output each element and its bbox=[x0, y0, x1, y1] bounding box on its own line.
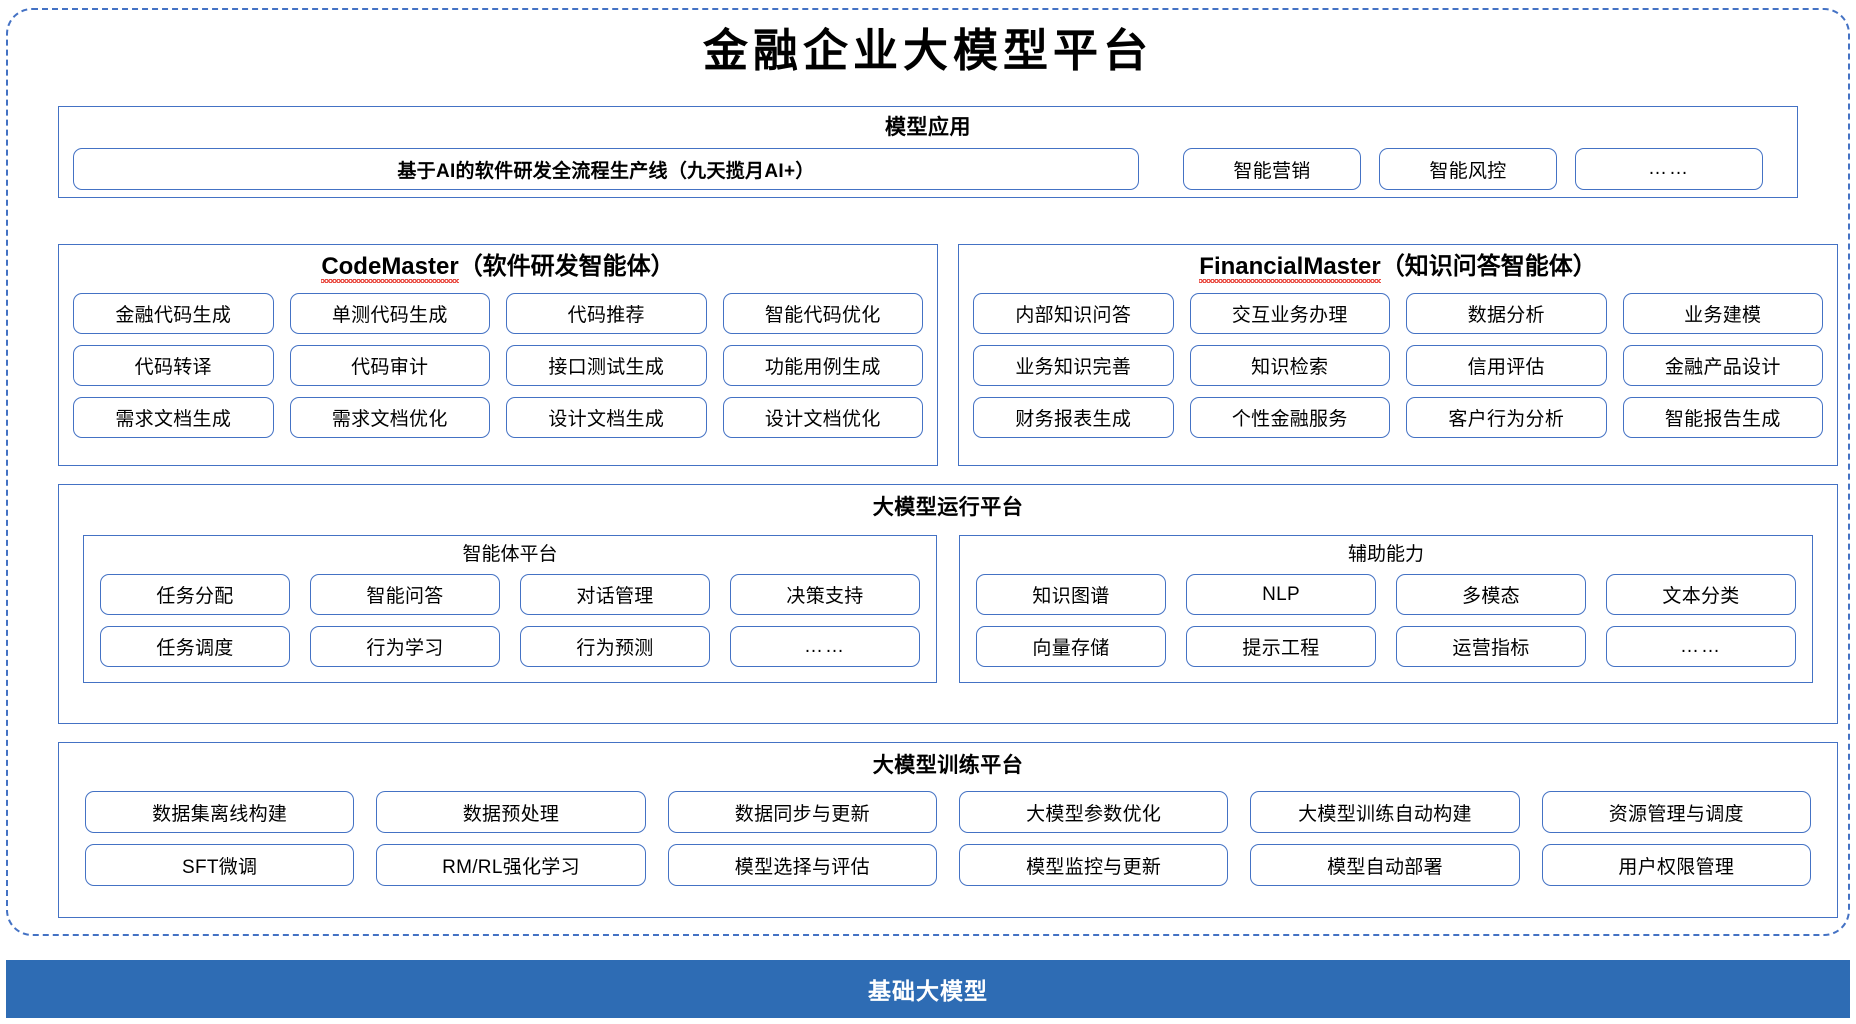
runtime-groups: 智能体平台 任务分配 智能问答 对话管理 决策支持 任务调度 行为学习 行为预测… bbox=[83, 535, 1813, 683]
chip-dialog-management[interactable]: 对话管理 bbox=[520, 574, 710, 615]
chip-model-monitor-update[interactable]: 模型监控与更新 bbox=[958, 844, 1229, 886]
training-platform-title: 大模型训练平台 bbox=[872, 754, 1024, 777]
chip-unittest-code-gen[interactable]: 单测代码生成 bbox=[289, 293, 490, 334]
chip-rm-rl-learning[interactable]: RM/RL强化学习 bbox=[376, 844, 646, 886]
chip-api-test-gen[interactable]: 接口测试生成 bbox=[506, 345, 707, 386]
chip-knowledge-graph[interactable]: 知识图谱 bbox=[976, 574, 1166, 615]
codemaster-heading: CodeMaster（软件研发智能体） bbox=[59, 253, 937, 284]
chip-code-transpile[interactable]: 代码转译 bbox=[73, 345, 274, 386]
chip-model-auto-deploy[interactable]: 模型自动部署 bbox=[1250, 844, 1520, 886]
chip-dataset-offline-build[interactable]: 数据集离线构建 bbox=[85, 791, 355, 833]
chip-text-classification[interactable]: 文本分类 bbox=[1606, 574, 1796, 615]
auxiliary-capability-title: 辅助能力 bbox=[1347, 544, 1424, 565]
codemaster-name-suffix: （软件研发智能体） bbox=[458, 253, 675, 280]
diagram-outer-frame bbox=[6, 8, 1850, 936]
chip-code-recommendation[interactable]: 代码推荐 bbox=[506, 293, 707, 334]
chip-finance-code-gen[interactable]: 金融代码生成 bbox=[73, 293, 274, 334]
auxiliary-row-2: 向量存储 提示工程 运营指标 …… bbox=[976, 626, 1796, 667]
agent-platform-row-1: 任务分配 智能问答 对话管理 决策支持 bbox=[100, 574, 920, 615]
chip-prompt-engineering[interactable]: 提示工程 bbox=[1186, 626, 1376, 667]
financialmaster-heading: FinancialMaster（知识问答智能体） bbox=[959, 253, 1837, 284]
chip-requirement-doc-gen[interactable]: 需求文档生成 bbox=[73, 397, 274, 438]
chip-sft-finetune[interactable]: SFT微调 bbox=[85, 844, 355, 886]
codemaster-name: CodeMaster bbox=[321, 253, 460, 284]
chip-smart-code-optimization[interactable]: 智能代码优化 bbox=[722, 293, 923, 334]
training-platform-grid: 数据集离线构建 数据预处理 数据同步与更新 大模型参数优化 大模型训练自动构建 … bbox=[85, 791, 1811, 886]
financialmaster-capability-grid: 内部知识问答 交互业务办理 数据分析 业务建模 业务知识完善 知识检索 信用评估… bbox=[973, 293, 1823, 438]
financialmaster-row-3: 财务报表生成 个性金融服务 客户行为分析 智能报告生成 bbox=[973, 397, 1823, 438]
chip-code-audit[interactable]: 代码审计 bbox=[289, 345, 490, 386]
chip-personalized-finance-service[interactable]: 个性金融服务 bbox=[1189, 397, 1390, 438]
runtime-platform-title: 大模型运行平台 bbox=[872, 496, 1024, 519]
page-title: 金融企业大模型平台 bbox=[702, 26, 1153, 76]
application-chip-row: 基于AI的软件研发全流程生产线（九天揽月AI+） 智能营销 智能风控 …… bbox=[73, 148, 1783, 190]
financialmaster-agent-band: FinancialMaster（知识问答智能体） 内部知识问答 交互业务办理 数… bbox=[958, 244, 1838, 466]
chip-financial-statement-gen[interactable]: 财务报表生成 bbox=[973, 397, 1174, 438]
chip-credit-assessment[interactable]: 信用评估 bbox=[1406, 345, 1607, 386]
chip-knowledge-retrieval[interactable]: 知识检索 bbox=[1189, 345, 1390, 386]
chip-operation-metrics[interactable]: 运营指标 bbox=[1396, 626, 1586, 667]
chip-financial-product-design[interactable]: 金融产品设计 bbox=[1622, 345, 1823, 386]
training-platform-band: 大模型训练平台 数据集离线构建 数据预处理 数据同步与更新 大模型参数优化 大模… bbox=[58, 742, 1838, 918]
runtime-platform-band: 大模型运行平台 智能体平台 任务分配 智能问答 对话管理 决策支持 任务调度 行… bbox=[58, 484, 1838, 724]
chip-agent-platform-more[interactable]: …… bbox=[730, 626, 920, 667]
agent-platform-group: 智能体平台 任务分配 智能问答 对话管理 决策支持 任务调度 行为学习 行为预测… bbox=[83, 535, 937, 683]
auxiliary-capability-grid: 知识图谱 NLP 多模态 文本分类 向量存储 提示工程 运营指标 …… bbox=[976, 574, 1796, 667]
financialmaster-row-1: 内部知识问答 交互业务办理 数据分析 业务建模 bbox=[973, 293, 1823, 334]
chip-customer-behavior-analysis[interactable]: 客户行为分析 bbox=[1406, 397, 1607, 438]
chip-multimodal[interactable]: 多模态 bbox=[1396, 574, 1586, 615]
chip-business-knowledge-refine[interactable]: 业务知识完善 bbox=[973, 345, 1174, 386]
chip-behavior-prediction[interactable]: 行为预测 bbox=[520, 626, 710, 667]
chip-vector-store[interactable]: 向量存储 bbox=[976, 626, 1166, 667]
training-row-2: SFT微调 RM/RL强化学习 模型选择与评估 模型监控与更新 模型自动部署 用… bbox=[85, 844, 1811, 886]
chip-smart-qa[interactable]: 智能问答 bbox=[310, 574, 500, 615]
chip-smart-report-gen[interactable]: 智能报告生成 bbox=[1622, 397, 1823, 438]
chip-training-auto-build[interactable]: 大模型训练自动构建 bbox=[1250, 791, 1520, 833]
chip-functional-case-gen[interactable]: 功能用例生成 bbox=[722, 345, 923, 386]
auxiliary-row-1: 知识图谱 NLP 多模态 文本分类 bbox=[976, 574, 1796, 615]
chip-design-doc-opt[interactable]: 设计文档优化 bbox=[722, 397, 923, 438]
chip-smart-risk-control[interactable]: 智能风控 bbox=[1379, 148, 1557, 190]
chip-model-param-optimization[interactable]: 大模型参数优化 bbox=[958, 791, 1229, 833]
chip-internal-knowledge-qa[interactable]: 内部知识问答 bbox=[973, 293, 1174, 334]
chip-ai-dev-pipeline[interactable]: 基于AI的软件研发全流程生产线（九天揽月AI+） bbox=[73, 148, 1139, 190]
codemaster-agent-band: CodeMaster（软件研发智能体） 金融代码生成 单测代码生成 代码推荐 智… bbox=[58, 244, 938, 466]
application-layer-title: 模型应用 bbox=[885, 116, 971, 139]
chip-interactive-business[interactable]: 交互业务办理 bbox=[1189, 293, 1390, 334]
chip-user-permission-management[interactable]: 用户权限管理 bbox=[1541, 844, 1811, 886]
chip-task-allocation[interactable]: 任务分配 bbox=[100, 574, 290, 615]
chip-application-more[interactable]: …… bbox=[1575, 148, 1763, 190]
foundation-model-bar: 基础大模型 bbox=[6, 960, 1850, 1018]
agent-platform-row-2: 任务调度 行为学习 行为预测 …… bbox=[100, 626, 920, 667]
agent-platform-grid: 任务分配 智能问答 对话管理 决策支持 任务调度 行为学习 行为预测 …… bbox=[100, 574, 920, 667]
financialmaster-name-suffix: （知识问答智能体） bbox=[1380, 253, 1597, 280]
codemaster-row-3: 需求文档生成 需求文档优化 设计文档生成 设计文档优化 bbox=[73, 397, 923, 438]
agent-platform-title: 智能体平台 bbox=[462, 544, 558, 565]
application-layer-band: 模型应用 基于AI的软件研发全流程生产线（九天揽月AI+） 智能营销 智能风控 … bbox=[58, 106, 1798, 198]
chip-behavior-learning[interactable]: 行为学习 bbox=[310, 626, 500, 667]
chip-nlp[interactable]: NLP bbox=[1186, 574, 1376, 615]
codemaster-row-2: 代码转译 代码审计 接口测试生成 功能用例生成 bbox=[73, 345, 923, 386]
chip-business-modeling[interactable]: 业务建模 bbox=[1622, 293, 1823, 334]
auxiliary-capability-group: 辅助能力 知识图谱 NLP 多模态 文本分类 向量存储 提示工程 运营指标 …… bbox=[959, 535, 1813, 683]
chip-data-analysis[interactable]: 数据分析 bbox=[1406, 293, 1607, 334]
financialmaster-name: FinancialMaster bbox=[1199, 253, 1382, 284]
chip-resource-management[interactable]: 资源管理与调度 bbox=[1541, 791, 1811, 833]
codemaster-row-1: 金融代码生成 单测代码生成 代码推荐 智能代码优化 bbox=[73, 293, 923, 334]
codemaster-capability-grid: 金融代码生成 单测代码生成 代码推荐 智能代码优化 代码转译 代码审计 接口测试… bbox=[73, 293, 923, 438]
training-row-1: 数据集离线构建 数据预处理 数据同步与更新 大模型参数优化 大模型训练自动构建 … bbox=[85, 791, 1811, 833]
chip-data-preprocessing[interactable]: 数据预处理 bbox=[376, 791, 646, 833]
chip-requirement-doc-opt[interactable]: 需求文档优化 bbox=[289, 397, 490, 438]
chip-model-selection-eval[interactable]: 模型选择与评估 bbox=[667, 844, 937, 886]
chip-smart-marketing[interactable]: 智能营销 bbox=[1183, 148, 1361, 190]
chip-auxiliary-more[interactable]: …… bbox=[1606, 626, 1796, 667]
chip-data-sync-update[interactable]: 数据同步与更新 bbox=[667, 791, 937, 833]
chip-task-scheduling[interactable]: 任务调度 bbox=[100, 626, 290, 667]
chip-decision-support[interactable]: 决策支持 bbox=[730, 574, 920, 615]
chip-design-doc-gen[interactable]: 设计文档生成 bbox=[506, 397, 707, 438]
financialmaster-row-2: 业务知识完善 知识检索 信用评估 金融产品设计 bbox=[973, 345, 1823, 386]
